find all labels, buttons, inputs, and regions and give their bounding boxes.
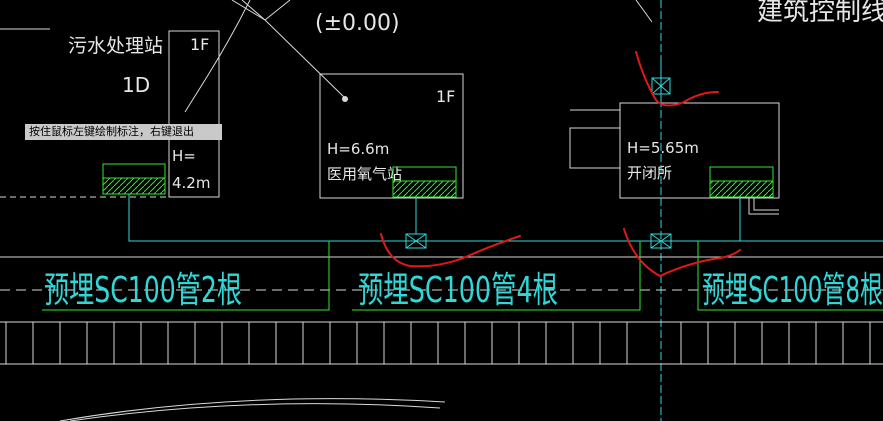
station-b-equipment[interactable]	[392, 166, 457, 198]
pipe-label-3[interactable]: 预埋SC100管8根	[702, 270, 883, 311]
station-a-equipment[interactable]	[102, 163, 166, 195]
valve-marker-top[interactable]	[651, 77, 671, 95]
top-right-title: 建筑控制线	[757, 0, 883, 27]
station-c-building[interactable]	[569, 102, 780, 215]
station-a-height-prefix: H=	[172, 147, 196, 165]
top-level-label: (±0.00)	[315, 11, 400, 36]
station-a-floor: 1F	[190, 35, 209, 54]
station-b-height: H=6.6m	[327, 140, 389, 158]
station-a-code: 1D	[122, 73, 150, 97]
station-b-building[interactable]	[319, 73, 464, 199]
station-a-name: 污水处理站	[68, 35, 163, 57]
valve-marker-c[interactable]	[650, 233, 672, 249]
station-c-name: 开闭所	[627, 164, 672, 182]
station-b-name: 医用氧气站	[327, 165, 402, 183]
station-b-point-marker	[342, 96, 348, 102]
station-a-height-value: 4.2m	[172, 174, 210, 192]
station-c-equipment[interactable]	[709, 166, 774, 198]
parking-stripes	[5, 322, 871, 364]
red-markup	[380, 51, 741, 278]
road-lines	[0, 256, 883, 421]
top-linework	[0, 0, 653, 113]
command-tooltip: 按住鼠标左键绘制标注，右键退出	[25, 124, 222, 140]
pipe-label-frames	[42, 241, 883, 311]
pipe-label-2[interactable]: 预埋SC100管4根	[358, 270, 558, 311]
pipe-label-1[interactable]: 预埋SC100管2根	[44, 270, 242, 311]
station-c-height: H=5.65m	[627, 139, 699, 157]
valve-marker-b[interactable]	[405, 233, 427, 249]
station-a-building[interactable]	[0, 30, 220, 198]
station-b-floor: 1F	[436, 87, 455, 106]
